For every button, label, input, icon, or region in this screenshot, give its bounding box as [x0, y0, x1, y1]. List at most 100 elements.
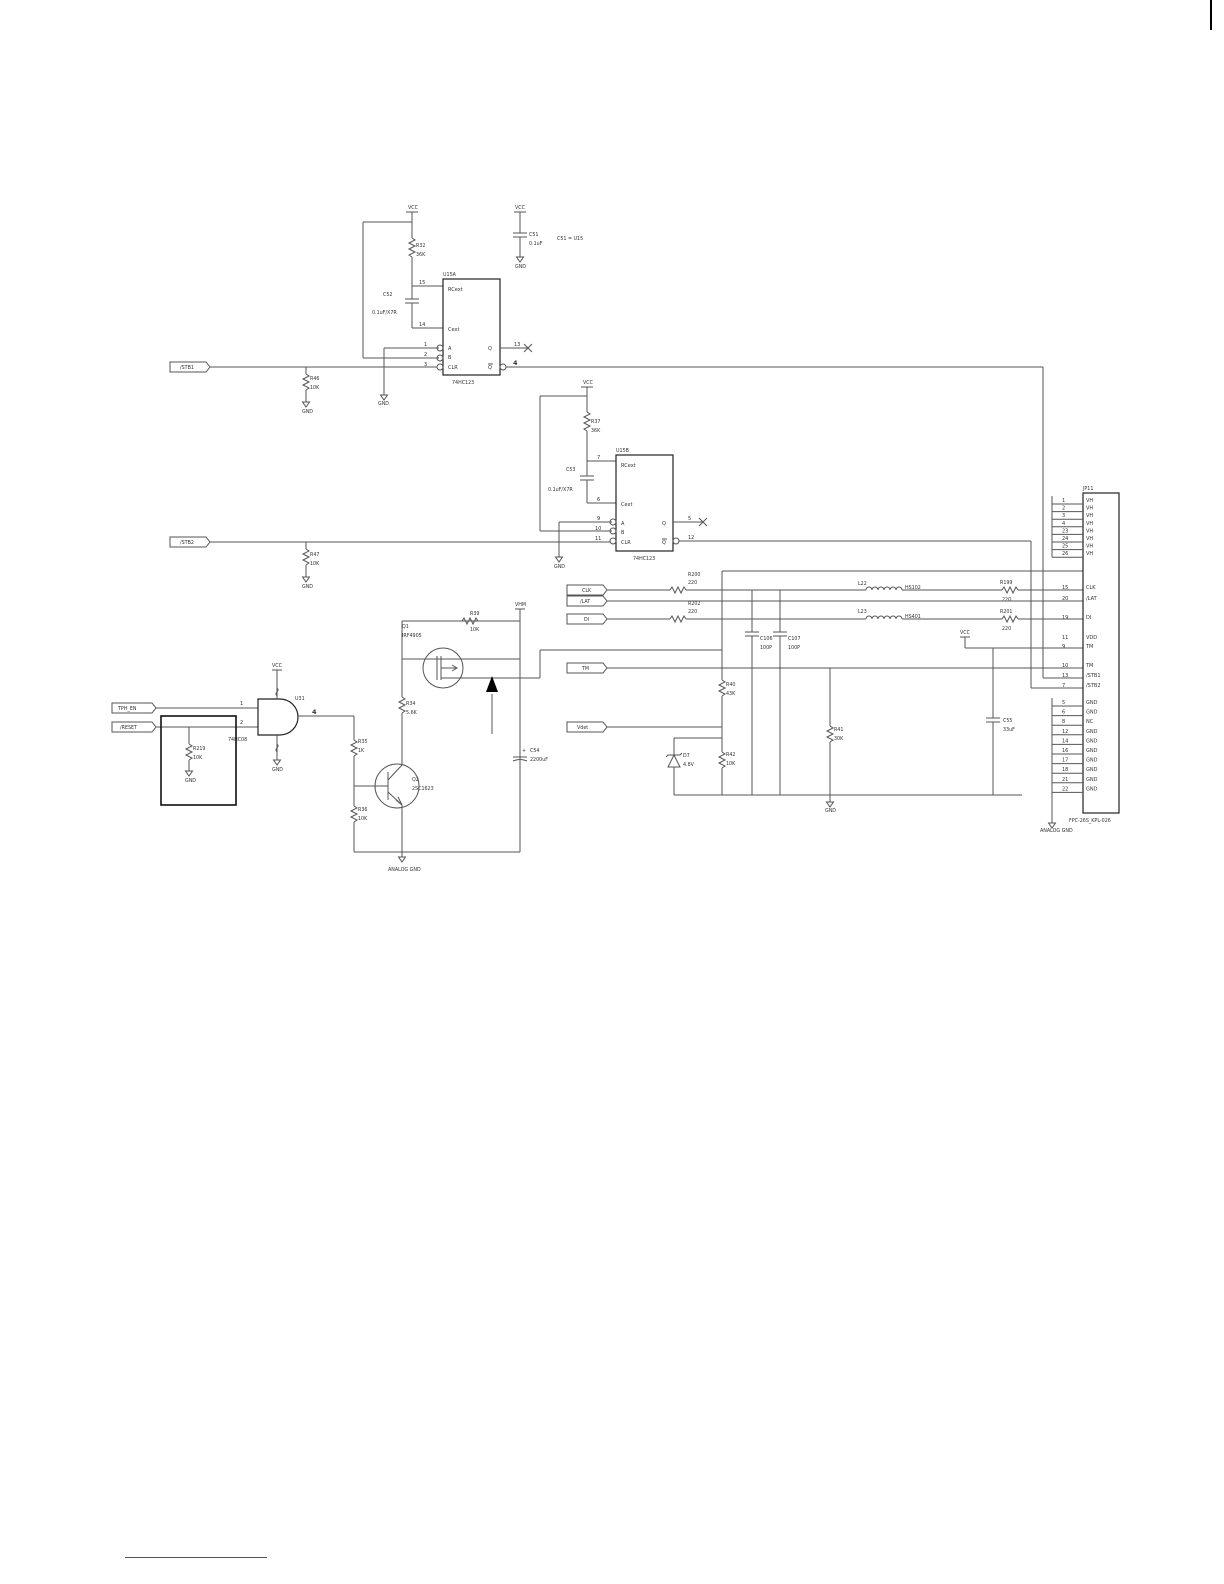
jp11-pin-signal: VH	[1086, 551, 1093, 557]
r40-value: 43K	[726, 691, 736, 697]
jp11-analog-gnd-label: ANALOG GND	[1040, 828, 1073, 834]
u31-gnd-label: GND	[272, 767, 283, 773]
r42-value: 10K	[726, 761, 736, 767]
data-lines-section: CLK /LAT DI R200 220 L22 HS102 R199 220 …	[566, 570, 1083, 795]
r46-resistor	[301, 373, 311, 391]
u15a-part: 74HC123	[452, 380, 474, 386]
r41-gnd-label: GND	[825, 808, 836, 814]
q2-part: 2SC1623	[412, 786, 434, 792]
c106-value: 100P	[760, 645, 772, 651]
jp11-pin-number: 4	[1062, 521, 1065, 527]
u15b-pin-9: 9	[597, 516, 600, 522]
l22-value: HS102	[905, 585, 921, 591]
jp11-pin-number: 21	[1062, 777, 1068, 783]
r219-value: 10K	[193, 755, 203, 761]
jp11-pin-signal: GND	[1086, 738, 1098, 744]
jp11-pin-signal: GND	[1086, 748, 1098, 754]
u31-pin-4: 4	[312, 708, 317, 716]
u15a-gnd-label: GND	[378, 401, 389, 407]
r202-value: 220	[688, 609, 697, 615]
clk-net-label: CLK	[582, 588, 592, 594]
jp11-pin-number: 10	[1062, 663, 1068, 669]
u15b-q-label: Q	[662, 521, 666, 527]
r36-name: R36	[358, 807, 367, 813]
u15b-ic	[615, 454, 674, 552]
u15a-cext-label: Cext	[448, 327, 459, 333]
r37-name: R37	[591, 419, 600, 425]
u15b-clr-label: CLR	[621, 540, 631, 546]
c51-note: C51 = U15	[557, 236, 583, 242]
jp11-pin-number: 14	[1062, 738, 1068, 744]
c54-plus: +	[522, 748, 526, 754]
l22-inductor	[865, 586, 903, 591]
jp11-pin-signal: NC	[1086, 719, 1094, 725]
jp11-pin-number: 20	[1062, 596, 1068, 602]
jp11-body	[1082, 492, 1120, 814]
c55-name: C55	[1003, 718, 1012, 724]
u15a-pin-15: 15	[419, 280, 425, 286]
u15a-vcc-label: VCC	[408, 205, 419, 211]
r219-gnd-label: GND	[185, 778, 196, 784]
u15b-cext-label: Cext	[621, 502, 632, 508]
jp11-pin-signal: GND	[1086, 786, 1098, 792]
jp11-part: FPC-26S_KPL-026	[1069, 818, 1111, 824]
jp11-pin-number: 1	[1062, 498, 1065, 504]
u15b-rcext-label: RCext	[621, 463, 636, 469]
u31-name: U31	[295, 696, 305, 702]
jp11-pin-number: 23	[1062, 528, 1068, 534]
jp11-pin-signal: VH	[1086, 544, 1093, 550]
c55-value: 33uF	[1003, 727, 1015, 733]
u15a-a-label: A	[448, 346, 452, 352]
r219-resistor	[184, 743, 194, 761]
jp11-pin-signal: TM	[1085, 663, 1093, 669]
jp11-pin-number: 26	[1062, 551, 1068, 557]
jp11-pin-number: 12	[1062, 729, 1068, 735]
annotation-arrow-head	[486, 676, 498, 692]
r32-resistor	[407, 237, 417, 258]
u15a-bubble-b	[436, 354, 444, 362]
c51-section: VCC GND C51 0.1uF C51 = U15	[513, 205, 583, 270]
jp11-pin-number: 9	[1062, 644, 1065, 650]
tph-en-net-label: TPH_EN	[117, 706, 137, 712]
r32-name: R32	[416, 243, 425, 249]
u15b-name: U15B	[616, 448, 629, 454]
jp11-pin-signal: GND	[1086, 767, 1098, 773]
clk-net-port	[566, 584, 608, 596]
u15b-pin-7: 7	[597, 455, 600, 461]
u15a-bubble-qbar	[499, 363, 507, 371]
c106-name: C106	[760, 636, 773, 642]
stb1-net-port	[169, 361, 211, 373]
u15b-b-label: B	[621, 530, 625, 536]
u31-pin-1: 1	[240, 701, 243, 707]
r42-resistor	[717, 751, 727, 769]
r200-resistor	[669, 585, 687, 595]
u15b-pin-11: 11	[595, 536, 601, 542]
jp11-pin-number: 15	[1062, 585, 1068, 591]
q1-part: IRF4905	[402, 633, 422, 639]
u15b-bubble-b	[609, 527, 617, 535]
r42-name: R42	[726, 752, 735, 758]
q1-name: Q1	[402, 624, 409, 630]
jp11-pin-number: 19	[1062, 615, 1068, 621]
u15b-part: 74HC123	[633, 556, 655, 562]
tm-vdet-section: TM Vdet R40 43K R42 10K D7 4.8V R41 30K …	[566, 648, 1083, 814]
c107-value: 100P	[788, 645, 800, 651]
di-net-label: DI	[584, 617, 589, 623]
u15a-bubble-clr	[436, 363, 444, 371]
u15a-b-label: B	[448, 355, 452, 361]
vdet-net-port	[566, 721, 608, 733]
r39-name: R39	[470, 611, 479, 617]
l23-name: L23	[858, 609, 867, 615]
jp11-pin-signal: CLK	[1086, 585, 1096, 591]
jp11-pin-signal: GND	[1086, 777, 1098, 783]
jp11-pin-number: 7	[1062, 683, 1065, 689]
jp11-pin-signal: VH	[1086, 536, 1093, 542]
r37-resistor	[582, 411, 592, 432]
u15b-bubble-a	[609, 518, 617, 526]
r41-name: R41	[834, 727, 843, 733]
jp11-pin-number: 18	[1062, 767, 1068, 773]
jp11-pin-signal: TM	[1085, 644, 1093, 650]
r40-name: R40	[726, 682, 735, 688]
r47-name: R47	[310, 552, 319, 558]
